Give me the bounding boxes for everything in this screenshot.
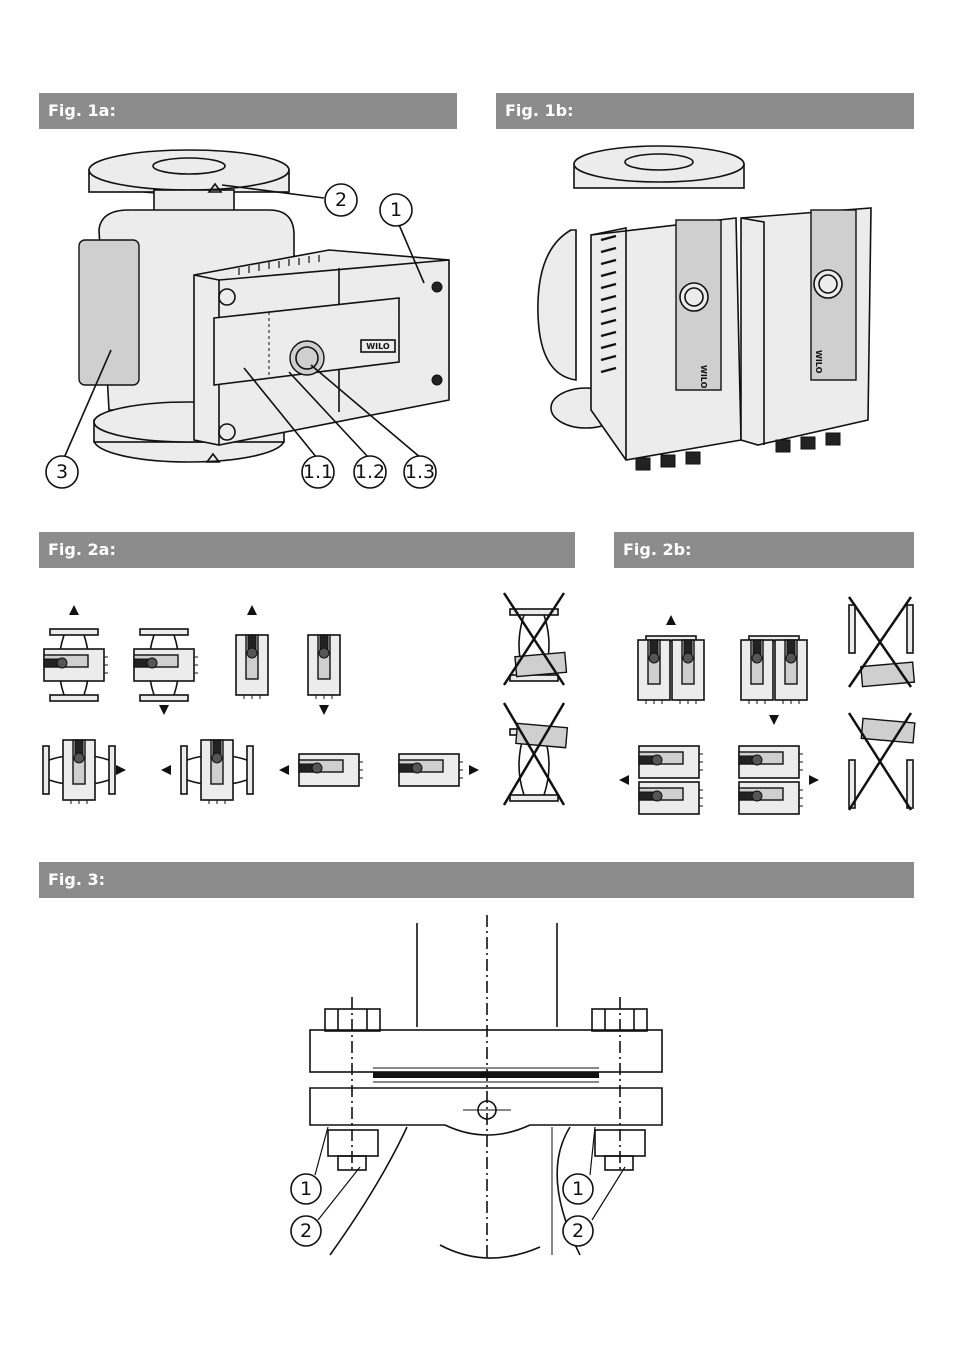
fig2a-pos-7	[279, 753, 364, 787]
fig1a-callout-1-3: 1.3	[403, 455, 437, 489]
fig2b-pos-1	[638, 615, 704, 704]
fig1b-header: Fig. 1b:	[496, 93, 914, 129]
svg-text:1.3: 1.3	[405, 461, 435, 483]
svg-text:1.1: 1.1	[303, 461, 333, 483]
svg-text:1.2: 1.2	[355, 461, 385, 483]
fig1a-pump-drawing: WILO	[63, 149, 450, 463]
fig2a-header: Fig. 2a:	[39, 532, 575, 568]
fig2b-header: Fig. 2b:	[614, 532, 914, 568]
svg-text:3: 3	[56, 461, 68, 483]
fig2a-installation-positions	[42, 592, 569, 806]
fig2a-pos-1	[43, 605, 109, 702]
fig1a-header: Fig. 1a:	[39, 93, 457, 129]
fig2b-pos-2	[741, 636, 807, 725]
fig2b-pos-4	[739, 746, 819, 814]
fig1a-brand-logo: WILO	[366, 342, 390, 351]
svg-text:2: 2	[300, 1220, 312, 1242]
fig2b-forbidden-1	[847, 596, 916, 688]
fig3-callout-2-left: 2	[290, 1215, 322, 1247]
fig2b-twin-installation-positions	[619, 596, 916, 835]
fig3-callout-2-right: 2	[562, 1215, 594, 1247]
fig2a-pos-8	[398, 753, 479, 787]
fig1b-brand-b: WILO	[814, 350, 823, 374]
fig2a-pos-2	[133, 628, 199, 715]
fig1a-callout-1-2: 1.2	[353, 455, 387, 489]
fig2a-pos-5	[42, 739, 126, 805]
fig3-header: Fig. 3:	[39, 862, 914, 898]
fig1b-brand-a: WILO	[699, 365, 708, 389]
fig2a-pos-4	[307, 634, 341, 715]
fig2a-pos-3	[235, 605, 269, 700]
fig3-flange-section-drawing	[309, 915, 663, 1260]
fig1a-callouts: 1 2 3 1.1 1.2 1.3	[45, 183, 437, 489]
fig2a-forbidden-1	[502, 592, 568, 686]
fig3-callout-1-right: 1	[562, 1173, 594, 1205]
fig2a-forbidden-2	[502, 702, 569, 806]
fig2b-forbidden-2	[847, 712, 916, 811]
fig2a-pos-6	[161, 739, 254, 805]
fig1b-twin-pump-drawing: WILO WILO	[537, 145, 872, 471]
fig2b-pos-3	[619, 746, 703, 814]
fig1a-callout-1-1: 1.1	[301, 455, 335, 489]
fig3-callout-1-left: 1	[290, 1173, 322, 1205]
svg-text:2: 2	[335, 189, 347, 211]
svg-text:2: 2	[572, 1220, 584, 1242]
svg-text:1: 1	[390, 199, 402, 221]
fig1a-callout-3: 3	[45, 455, 79, 489]
svg-text:1: 1	[300, 1178, 312, 1200]
fig1a-callout-2: 2	[324, 183, 358, 217]
svg-text:1: 1	[572, 1178, 584, 1200]
fig3-callouts: 1 2 1 2	[290, 1173, 594, 1247]
fig1a-callout-1: 1	[379, 193, 413, 227]
